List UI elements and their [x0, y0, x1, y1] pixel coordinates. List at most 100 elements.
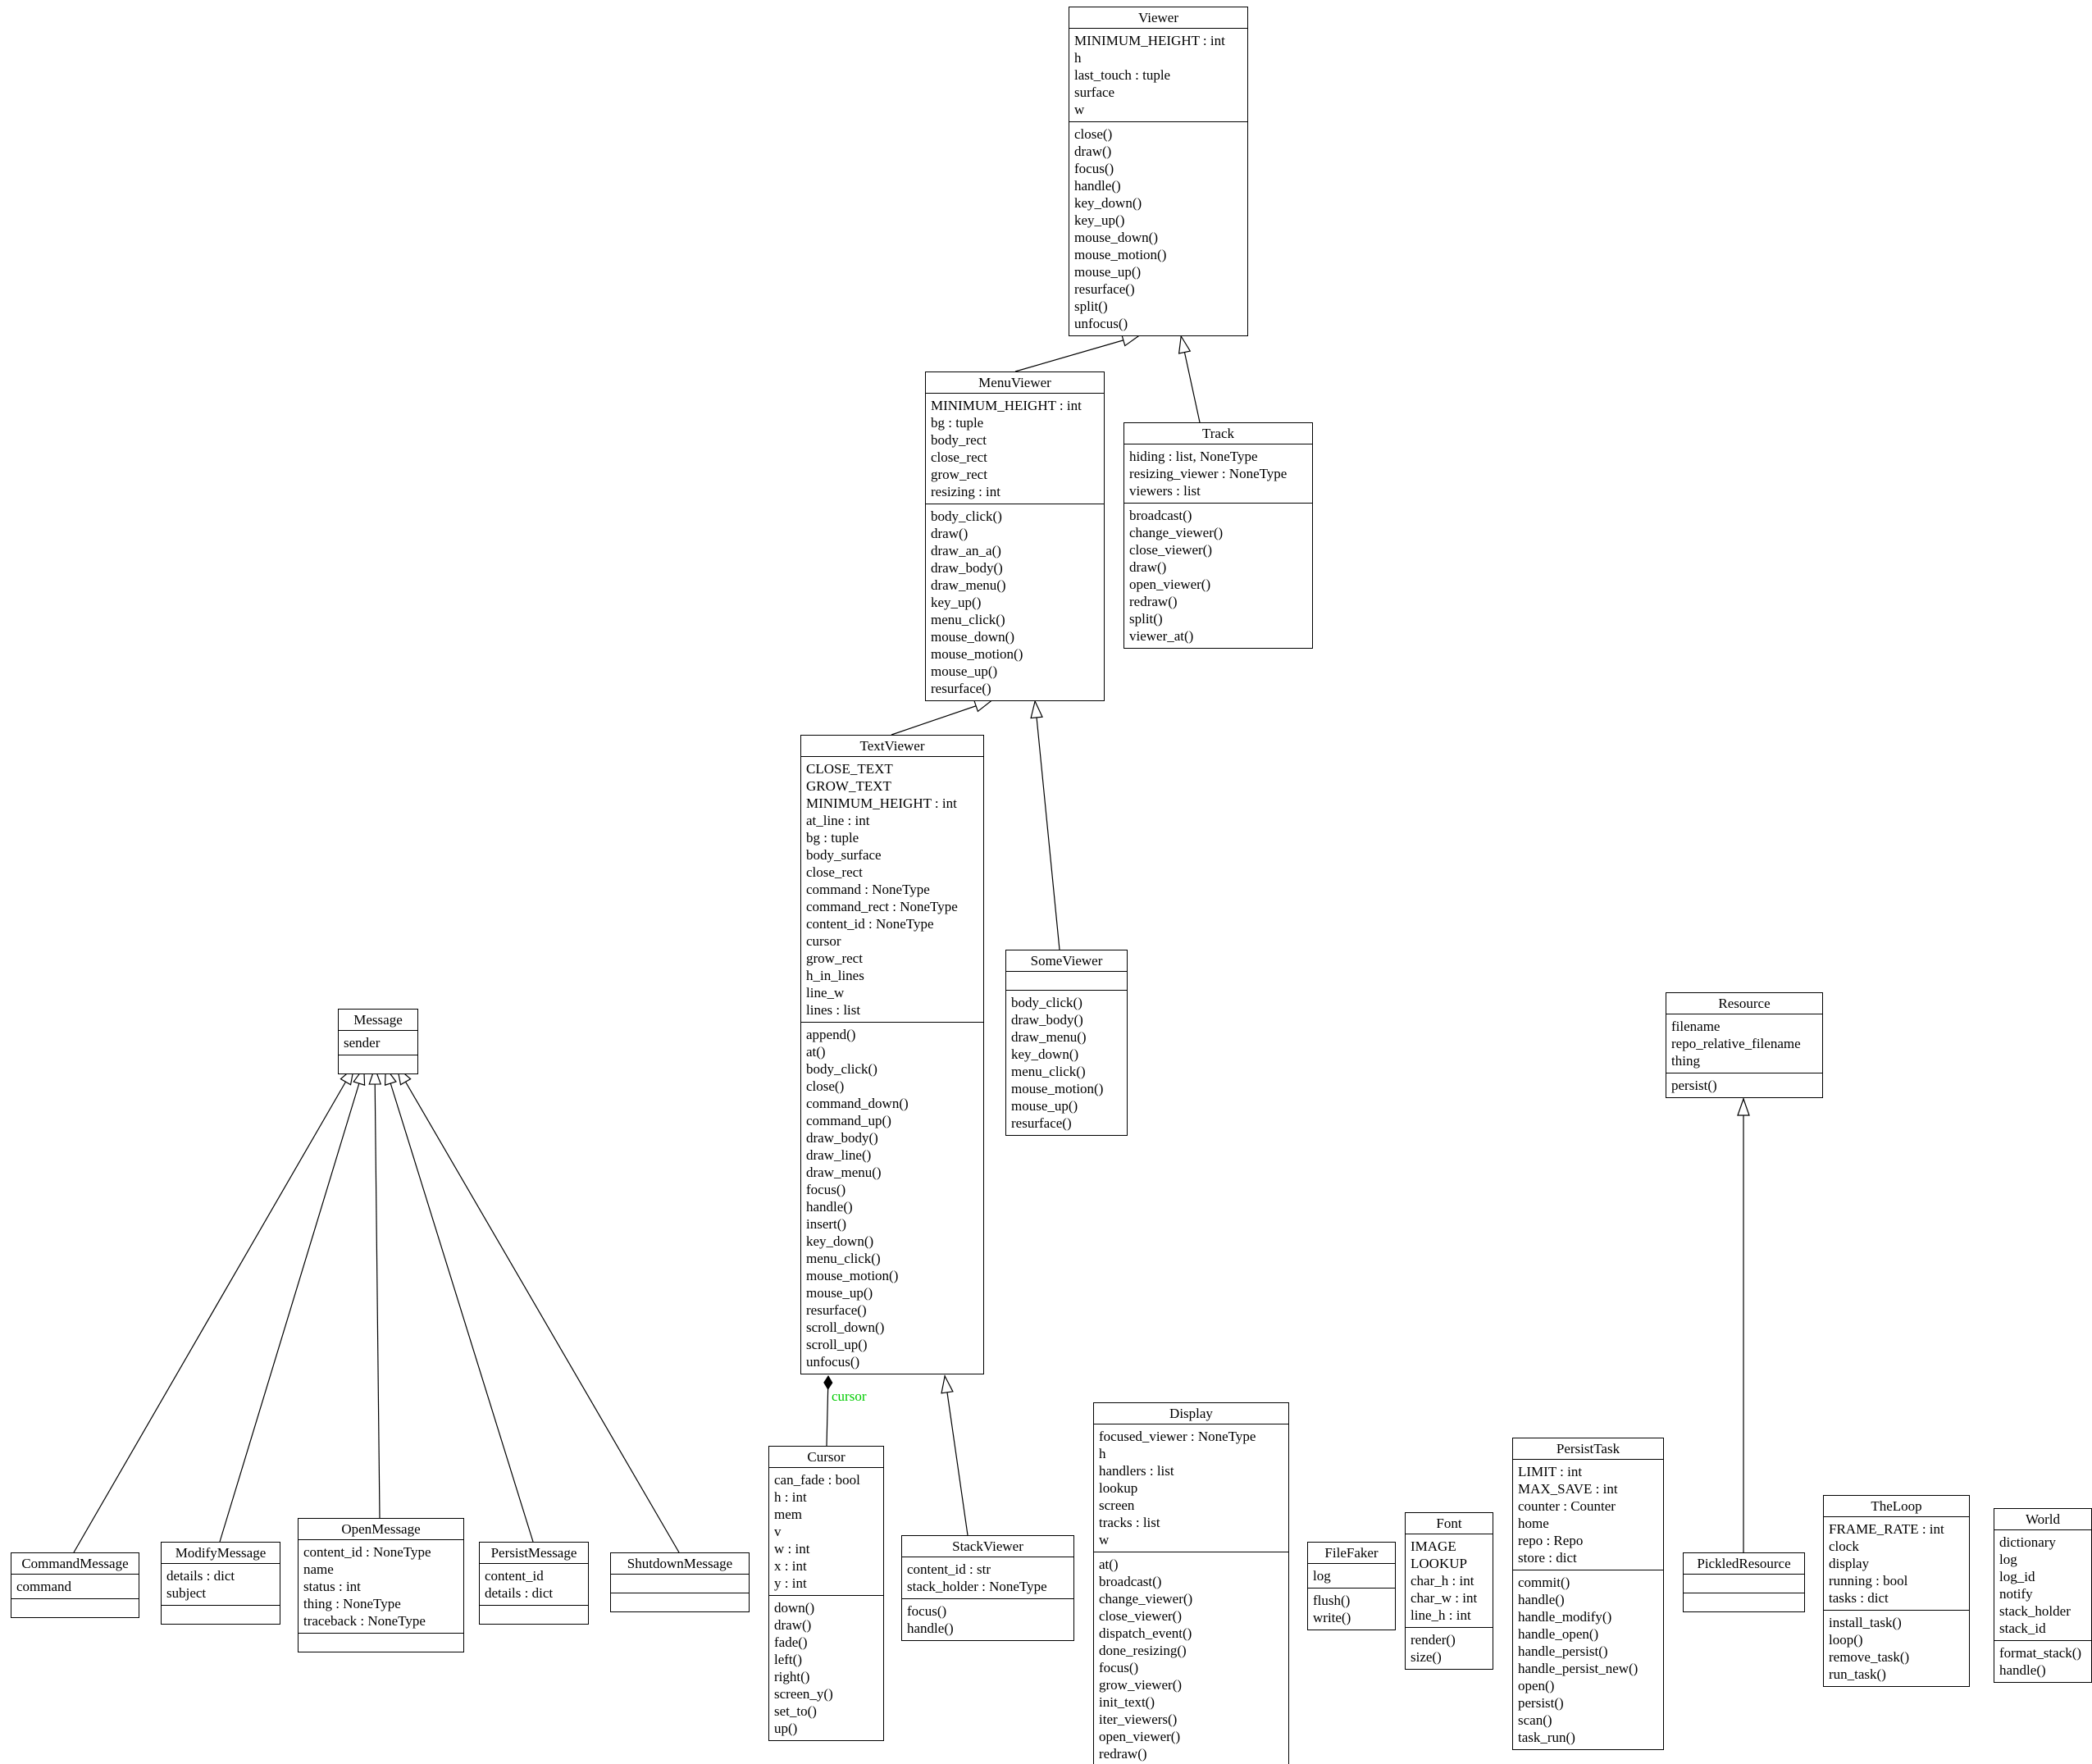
class-attribute: w : int	[774, 1541, 810, 1557]
class-method: draw_body()	[931, 560, 1003, 576]
class-method: mouse_up()	[931, 663, 998, 679]
class-attribute: repo_relative_filename	[1671, 1036, 1801, 1051]
class-method: draw_menu()	[806, 1165, 882, 1180]
class-attributes-section	[611, 1575, 749, 1593]
class-method: draw_menu()	[1011, 1029, 1087, 1045]
class-method: mouse_motion()	[806, 1268, 899, 1283]
class-method: unfocus()	[806, 1354, 860, 1370]
class-attribute: CLOSE_TEXT	[806, 761, 893, 777]
class-method: flush()	[1313, 1593, 1351, 1608]
class-method: mouse_up()	[1074, 264, 1142, 280]
class-method: handle()	[907, 1620, 954, 1636]
class-title: Track	[1124, 423, 1312, 444]
class-method: open_viewer()	[1099, 1729, 1181, 1744]
class-attribute: grow_rect	[931, 467, 987, 482]
class-method: split()	[1074, 299, 1108, 314]
class-method: task_run()	[1518, 1730, 1575, 1745]
class-title: Resource	[1666, 993, 1822, 1014]
class-method: handle()	[1074, 178, 1121, 194]
class-title: Cursor	[769, 1447, 883, 1468]
class-attribute: lines : list	[806, 1002, 861, 1018]
class-method: right()	[774, 1669, 810, 1684]
class-title: Message	[339, 1010, 417, 1031]
class-attribute: details : dict	[485, 1585, 554, 1601]
class-attribute: content_id : str	[907, 1561, 991, 1577]
class-methods-section: focus()handle()	[902, 1598, 1073, 1640]
class-attribute: tracks : list	[1099, 1515, 1160, 1530]
class-method: split()	[1129, 611, 1163, 627]
class-attribute: thing : NoneType	[303, 1596, 401, 1611]
class-attribute: h	[1074, 50, 1082, 66]
class-attribute: body_rect	[931, 432, 987, 448]
class-title: TextViewer	[801, 736, 983, 757]
class-methods-section	[299, 1633, 463, 1652]
class-title: World	[1994, 1509, 2091, 1530]
class-method: command_down()	[806, 1096, 909, 1111]
class-method: close()	[806, 1078, 845, 1094]
class-method: mouse_motion()	[1011, 1081, 1104, 1096]
class-method: scroll_up()	[806, 1337, 868, 1352]
class-methods-section: broadcast()change_viewer()close_viewer()…	[1124, 503, 1312, 648]
class-method: render()	[1411, 1632, 1456, 1648]
class-attribute: home	[1518, 1516, 1549, 1531]
class-method: draw()	[1129, 559, 1167, 575]
class-method: draw()	[931, 526, 969, 541]
class-method: mouse_up()	[806, 1285, 873, 1301]
class-title: TheLoop	[1824, 1496, 1969, 1517]
class-attribute: MINIMUM_HEIGHT : int	[931, 398, 1082, 413]
class-attribute: notify	[1999, 1586, 2033, 1602]
class-attribute: store : dict	[1518, 1550, 1577, 1566]
class-attribute: subject	[166, 1585, 207, 1601]
class-method: write()	[1313, 1610, 1351, 1625]
class-method: focus()	[1074, 161, 1114, 176]
class-title: OpenMessage	[299, 1519, 463, 1540]
class-method: menu_click()	[1011, 1064, 1086, 1079]
class-method: handle_persist_new()	[1518, 1661, 1639, 1676]
edge-openmessage-message	[368, 1066, 382, 1519]
class-method: down()	[774, 1600, 815, 1616]
class-methods-section	[1684, 1593, 1804, 1611]
class-attribute: stack_holder	[1999, 1603, 2071, 1619]
class-attribute: char_h : int	[1411, 1573, 1474, 1589]
class-method: open_viewer()	[1129, 577, 1211, 592]
class-method: iter_viewers()	[1099, 1712, 1178, 1727]
class-method: key_down()	[806, 1233, 874, 1249]
class-attribute: cursor	[806, 933, 841, 949]
class-method: handle()	[1999, 1662, 2046, 1678]
class-methods-section: install_task()loop()remove_task()run_tas…	[1824, 1610, 1969, 1686]
class-attribute: sender	[344, 1035, 381, 1051]
class-method: resurface()	[1011, 1115, 1072, 1131]
class-method: change_viewer()	[1099, 1591, 1193, 1607]
class-methods-section	[11, 1598, 139, 1617]
class-method: handle_modify()	[1518, 1609, 1612, 1625]
class-method: handle_persist()	[1518, 1643, 1608, 1659]
class-method: at()	[806, 1044, 826, 1060]
class-attribute: content_id	[485, 1568, 544, 1584]
class-method: draw()	[774, 1617, 812, 1633]
class-method: done_resizing()	[1099, 1643, 1187, 1658]
class-attribute: line_h : int	[1411, 1607, 1471, 1623]
class-title: Viewer	[1069, 7, 1247, 29]
edge-commandmessage-message	[73, 1066, 355, 1553]
class-attribute: MINIMUM_HEIGHT : int	[1074, 33, 1225, 48]
edge-textviewer-menuviewer	[891, 700, 993, 736]
class-attribute: at_line : int	[806, 813, 870, 828]
class-attribute: resizing_viewer : NoneType	[1129, 466, 1288, 481]
class-method: draw_body()	[806, 1130, 878, 1146]
class-method: draw_an_a()	[931, 543, 1001, 558]
class-title: StackViewer	[902, 1536, 1073, 1557]
class-attribute: stack_id	[1999, 1620, 2046, 1636]
